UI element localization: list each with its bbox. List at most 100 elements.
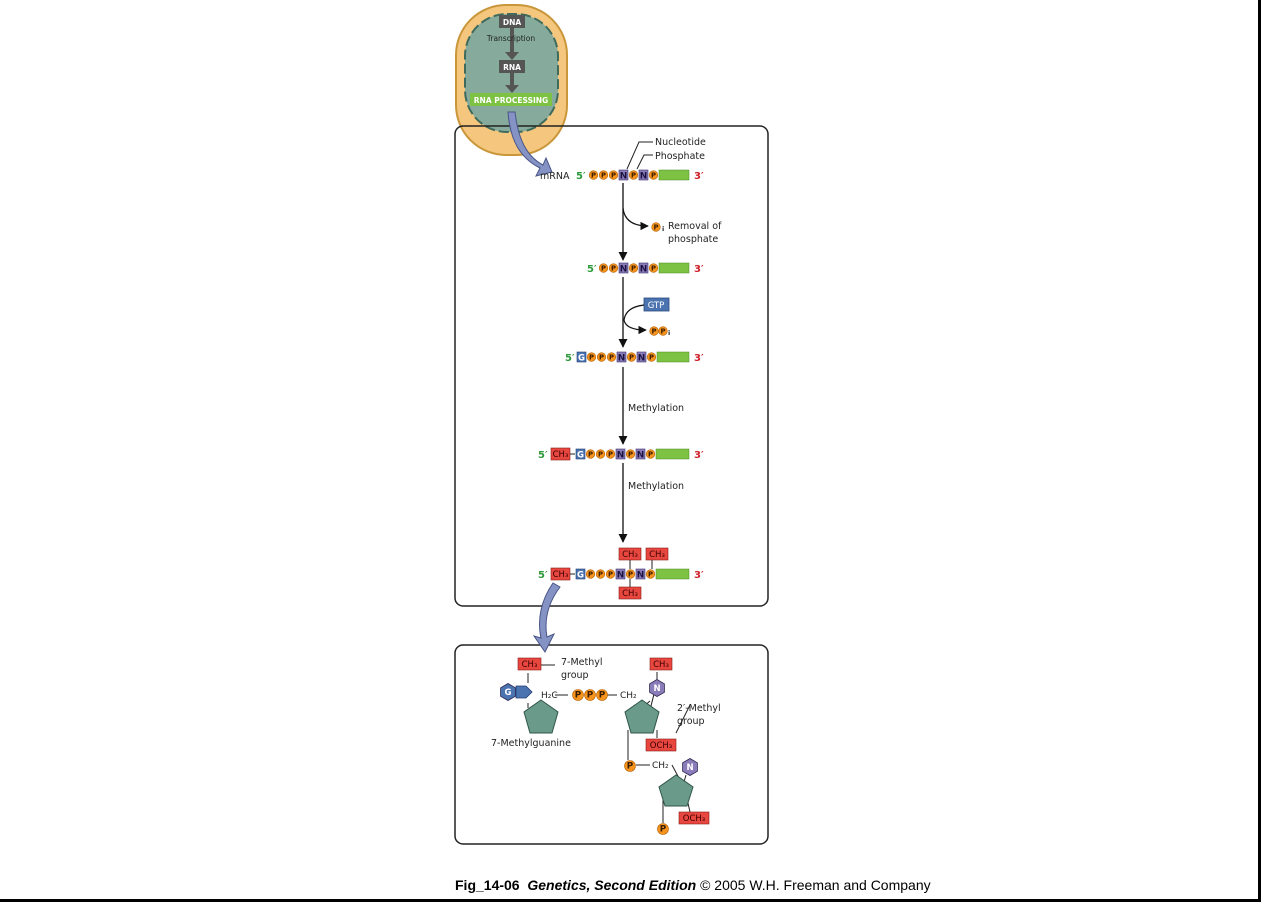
phosphate-glyph [657,823,669,835]
figure-caption: Fig_14-06 Genetics, Second Edition © 200… [455,877,1095,893]
rna-strand [658,262,690,274]
ch2-label-2: CH₂ [652,761,669,771]
phosphate-glyph [625,449,636,459]
phosphate-glyph-label: P [608,571,613,579]
dna-rna-arrowhead [505,52,519,60]
ppi-out-arrow [623,319,647,335]
nucleotide-glyph-label: N [637,570,645,580]
cell-to-panel-arrow [507,111,553,177]
phosphate-glyph [588,170,599,180]
mrna-label: mRNA [540,171,570,182]
phosphate-glyph [626,352,637,362]
phosphate-glyph-label: P [649,354,654,362]
ppi-subscript: i [668,329,670,337]
phosphate-glyph-label: P [651,172,656,180]
nucleotide-glyph-label: N [638,353,646,363]
phosphate-glyph-label: P [601,172,606,180]
phosphate-glyph [625,569,636,579]
phosphate-glyph [595,569,606,579]
nucleotide-glyph-label: N [620,171,628,181]
five-prime-3: 5′ [565,353,575,364]
seven-methyl-label-2: group [561,670,589,681]
nucleotide-glyph-label: N [617,570,625,580]
phosphate-glyph [646,352,657,362]
phosphate-glyph [648,263,659,273]
seven-methyl-label-1: 7-Methyl [561,657,603,668]
phosphate-glyph [595,449,606,459]
phosphate-glyph [608,263,619,273]
nucleotide-glyph [615,448,626,460]
seven-methyl-box [517,657,542,671]
three-prime-5: 3′ [694,570,704,581]
och3-box-1-label: OCH₃ [650,741,672,751]
phosphate-glyph-label: P [601,265,606,273]
phosphate-glyph-label: P [587,691,594,701]
rna-strand [655,448,690,460]
nucleotide-glyph [638,169,649,181]
phosphate-glyph [606,352,617,362]
cell: DNA Transcription RNA RNA PROCESSING [455,4,568,156]
phosphate-glyph-label: P [608,451,613,459]
removal-label-1: Removal of [668,221,722,232]
phosphate-glyph-label: P [629,354,634,362]
rna-label: RNA [503,63,521,72]
rna-strand [656,351,690,363]
five-prime-2: 5′ [587,264,597,275]
dna-box [499,15,525,28]
nucleotide-label: Nucleotide [655,137,706,148]
phosphate-glyph [648,170,659,180]
phosphate-glyph-label: P [660,328,665,336]
transcription-label: Transcription [486,34,535,43]
och3-box-2 [678,811,710,825]
phosphate-glyph-label: P [588,571,593,579]
phosphate-glyph [586,352,597,362]
phosphate-glyph-label: P [651,265,656,273]
removal-label-2: phosphate [668,234,718,245]
phosphate-glyph [572,689,584,701]
phosphate-glyph [605,569,616,579]
phosphate-glyph [598,263,609,273]
guanine-glyph [576,351,587,363]
phosphate-glyph-label: P [609,354,614,362]
caption-publisher: © 2005 W.H. Freeman and Company [700,877,931,893]
nucleotide-glyph-label: N [617,450,625,460]
phosphate-glyph [651,222,661,232]
panel-to-structure-arrow [532,582,561,653]
caption-fig: Fig_14-06 [455,877,520,893]
cap-methyl-box-label: CH₃ [553,570,569,580]
phosphate-glyph-label: P [598,571,603,579]
nucleotide-glyph [635,448,646,460]
methylation-label-1: Methylation [628,403,684,414]
dna-label: DNA [503,18,522,27]
main-panel [454,125,769,607]
gtp-label: GTP [648,301,665,311]
phosphate-glyph-label: P [631,172,636,180]
nucleotide-glyph-label: N [640,171,648,181]
phosphate-glyph-label: P [588,451,593,459]
guanine-glyph-label: G [577,450,584,460]
phosphate-glyph-label: P [631,265,636,273]
phosphate-glyph [608,170,619,180]
base-methyl-box-label: CH₃ [622,589,638,599]
phosphate-glyph-label: P [591,172,596,180]
nucleotide-glyph-label: N [620,264,628,274]
phosphate-glyph-label: P [648,451,653,459]
sugar-ring-1 [523,699,559,734]
phosphate-glyph-label: P [660,825,667,835]
phosphate-glyph [624,760,636,772]
phosphate-leader [636,154,653,170]
h2c-label: H₂C [541,691,558,701]
rna-processing-box [470,93,552,106]
phosphate-glyph [628,263,639,273]
nucleotide-leader [626,141,653,170]
guanine-pentagon [515,685,533,699]
pi-subscript: i [662,225,664,233]
guanine-hexagon [500,683,516,701]
five-prime-4: 5′ [538,450,548,461]
phosphate-glyph [596,352,607,362]
rna-processing-label: RNA PROCESSING [474,96,548,105]
phosphate-glyph-label: P [651,328,656,336]
